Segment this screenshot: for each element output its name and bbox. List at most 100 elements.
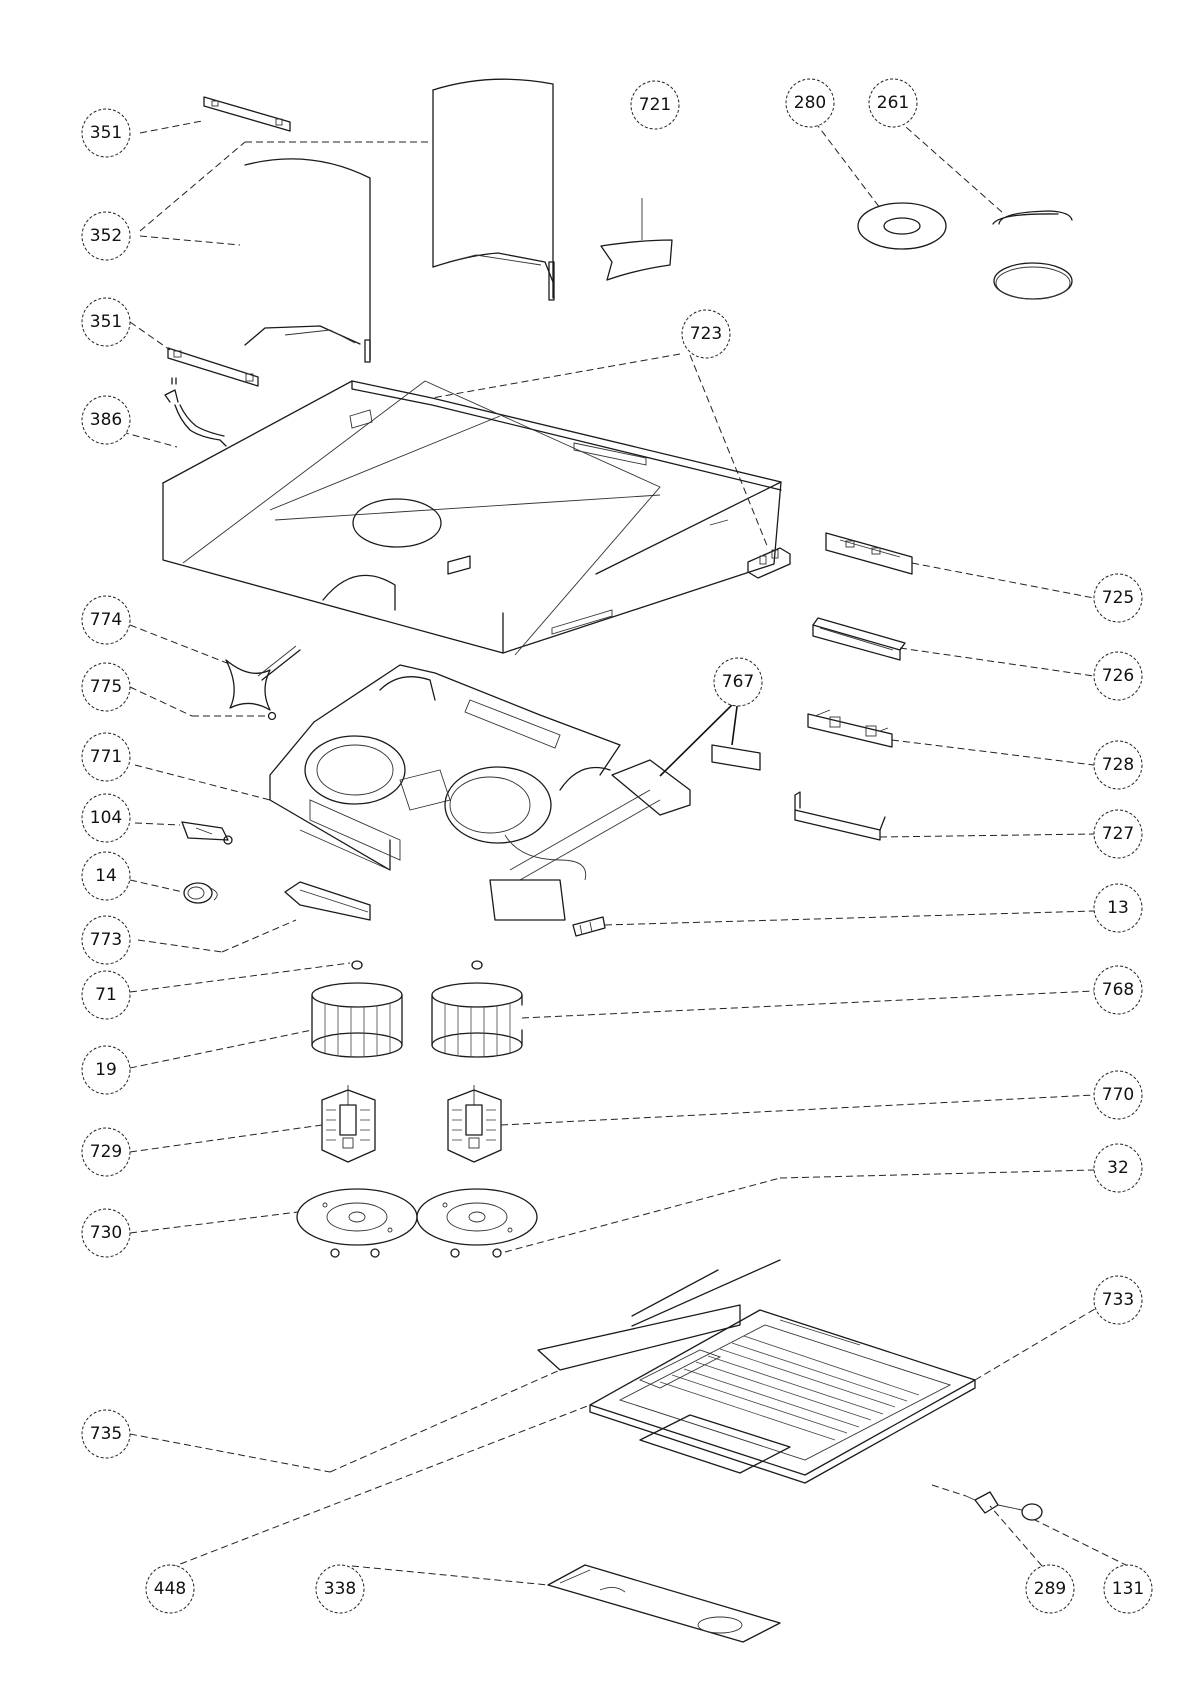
callout-71: 71	[81, 970, 131, 1020]
part-767-bracket	[489, 744, 761, 921]
callout-728: 728	[1093, 740, 1143, 790]
callout-351b: 351	[81, 297, 131, 347]
callout-726: 726	[1093, 651, 1143, 701]
callout-label: 131	[1112, 1579, 1144, 1599]
callout-774: 774	[81, 595, 131, 645]
part-289-lamp-socket	[965, 1491, 999, 1514]
part-hood-body	[162, 380, 782, 656]
callout-label: 386	[90, 410, 122, 430]
part-725-control-panel	[825, 532, 913, 575]
part-351-top-clip	[203, 96, 291, 132]
callout-label: 351	[90, 312, 122, 332]
part-386-power-cord	[164, 377, 227, 447]
callout-775: 775	[81, 662, 131, 712]
callout-14: 14	[81, 851, 131, 901]
callout-351a: 351	[81, 108, 131, 158]
part-773-filter-tray	[284, 881, 371, 921]
callout-label: 726	[1102, 666, 1134, 686]
callout-label: 727	[1102, 824, 1134, 844]
callout-label: 280	[794, 93, 826, 113]
callout-32: 32	[1093, 1143, 1143, 1193]
callout-131: 131	[1103, 1564, 1153, 1614]
callout-771: 771	[81, 732, 131, 782]
callout-label: 351	[90, 123, 122, 143]
part-771-motor-housing	[269, 664, 621, 871]
callout-label: 770	[1102, 1085, 1134, 1105]
callout-label: 775	[90, 677, 122, 697]
callout-label: 773	[90, 930, 122, 950]
callout-label: 728	[1102, 755, 1134, 775]
part-726-bar	[812, 617, 906, 661]
callout-label: 338	[324, 1579, 356, 1599]
callout-768: 768	[1093, 965, 1143, 1015]
callout-label: 289	[1034, 1579, 1066, 1599]
callout-727: 727	[1093, 809, 1143, 859]
part-71-nuts	[351, 960, 483, 970]
part-774-knob	[225, 645, 301, 711]
leader-lines	[121, 119, 1129, 1586]
callout-label: 448	[154, 1579, 186, 1599]
callout-label: 725	[1102, 588, 1134, 608]
callout-label: 721	[639, 95, 671, 115]
callout-label: 729	[90, 1142, 122, 1162]
callout-338: 338	[315, 1564, 365, 1614]
callout-13: 13	[1093, 883, 1143, 933]
callout-386: 386	[81, 395, 131, 445]
callout-773: 773	[81, 915, 131, 965]
part-351-lower-clip	[167, 347, 259, 387]
callout-19: 19	[81, 1045, 131, 1095]
callout-label: 768	[1102, 980, 1134, 1000]
part-721-chimney-front	[432, 78, 555, 301]
part-721-bracket	[600, 198, 673, 281]
callout-261: 261	[868, 78, 918, 128]
callout-label: 71	[95, 985, 117, 1005]
callout-280: 280	[785, 78, 835, 128]
callout-label: 735	[90, 1424, 122, 1444]
part-723-switch	[747, 547, 791, 579]
callout-770: 770	[1093, 1070, 1143, 1120]
callout-label: 14	[95, 866, 117, 886]
callout-733: 733	[1093, 1275, 1143, 1325]
part-735-strip	[537, 1259, 781, 1371]
callout-label: 730	[90, 1223, 122, 1243]
callout-label: 723	[690, 324, 722, 344]
callout-723: 723	[681, 309, 731, 359]
part-733-grease-filter	[589, 1309, 976, 1484]
part-13-terminal	[572, 916, 606, 937]
part-19-fan-wheel	[311, 982, 403, 1058]
callout-104: 104	[81, 793, 131, 843]
callout-721: 721	[630, 80, 680, 130]
callout-289: 289	[1025, 1564, 1075, 1614]
part-770-motor	[447, 1085, 502, 1163]
callout-label: 352	[90, 226, 122, 246]
part-14-bulb	[183, 882, 218, 904]
callout-725: 725	[1093, 573, 1143, 623]
part-729-motor	[321, 1085, 376, 1163]
part-728-relay-strip	[807, 709, 893, 748]
callout-767: 767	[713, 657, 763, 707]
callout-730: 730	[81, 1208, 131, 1258]
callout-label: 104	[90, 808, 122, 828]
part-352-chimney-back	[244, 158, 371, 363]
part-338-cover	[547, 1564, 781, 1643]
callout-label: 733	[1102, 1290, 1134, 1310]
callout-448: 448	[145, 1564, 195, 1614]
part-768-fan-wheel	[431, 982, 523, 1058]
callout-label: 32	[1107, 1158, 1129, 1178]
callout-735: 735	[81, 1409, 131, 1459]
callout-label: 19	[95, 1060, 117, 1080]
callout-label: 767	[722, 672, 754, 692]
callout-label: 13	[1107, 898, 1129, 918]
callout-label: 774	[90, 610, 122, 630]
callout-352: 352	[81, 211, 131, 261]
part-32-mounting-plate	[416, 1188, 538, 1258]
callout-729: 729	[81, 1127, 131, 1177]
callout-label: 771	[90, 747, 122, 767]
part-280-disc	[857, 202, 947, 250]
part-727-bracket	[794, 791, 886, 841]
part-104-lamp-holder	[181, 821, 233, 845]
part-131-bulb	[997, 1503, 1043, 1521]
part-261-filter-ring	[992, 210, 1073, 300]
part-730-mounting-plate	[296, 1188, 418, 1258]
